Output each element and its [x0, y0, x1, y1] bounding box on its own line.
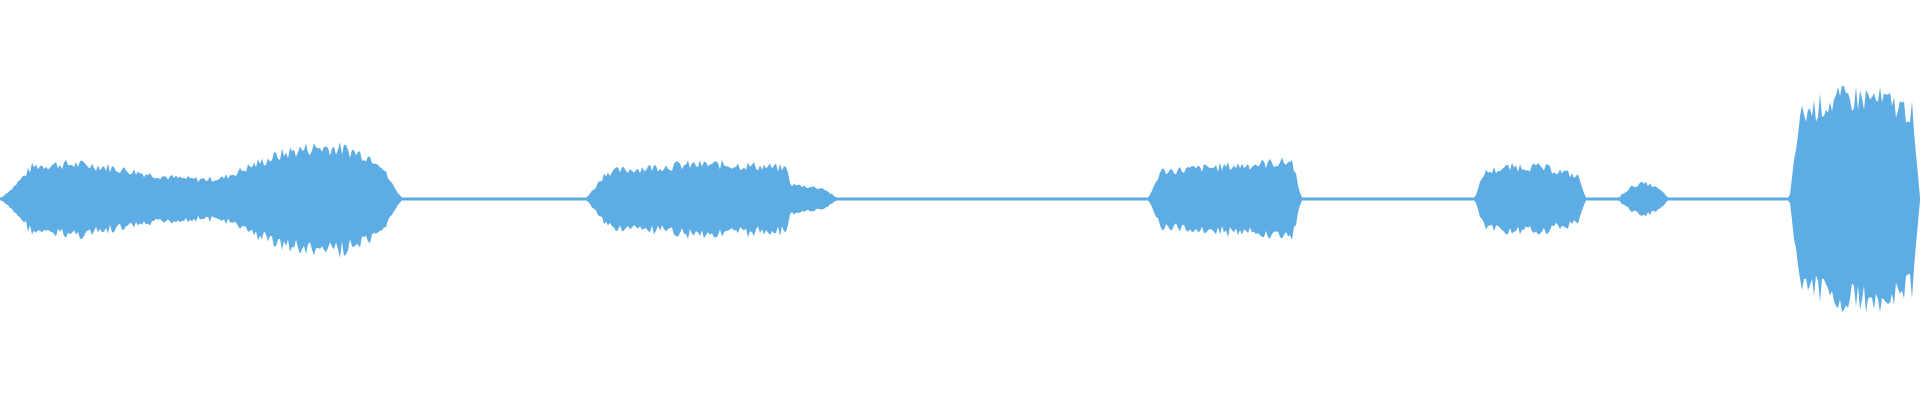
- waveform-envelope: [0, 85, 1920, 313]
